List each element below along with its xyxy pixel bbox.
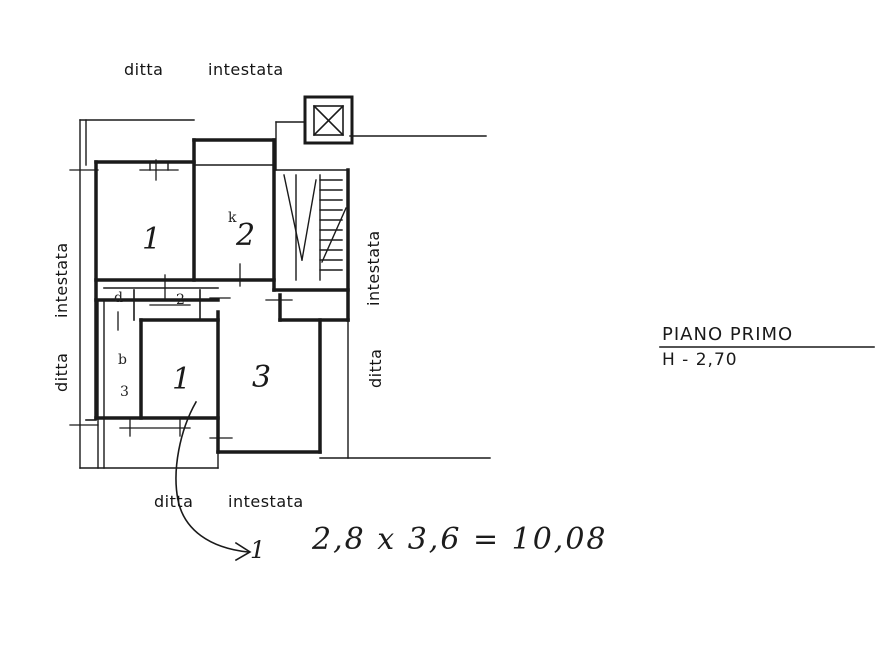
staircase <box>283 174 347 281</box>
room-number-2: 2 <box>236 218 256 253</box>
neighbor-label-bottom-left: ditta <box>154 492 194 511</box>
annotation-arrow <box>175 400 249 553</box>
room-2-prefix: k <box>228 210 237 226</box>
neighbor-label-bottom-right: intestata <box>228 492 304 511</box>
interior-partitions <box>85 287 219 421</box>
room-number-3: 3 <box>252 360 272 395</box>
floor-height: H - 2,70 <box>662 350 738 370</box>
neighbor-label-left-top: intestata <box>52 242 71 318</box>
door-marks <box>69 159 293 439</box>
elevator-shaft <box>303 95 354 145</box>
boundary-lines <box>79 119 491 469</box>
neighbor-label-top-right: intestata <box>208 60 284 79</box>
neighbor-label-left-bottom: ditta <box>52 352 71 392</box>
room-number-1-upper: 1 <box>142 222 162 257</box>
room-label-b: b <box>118 352 127 368</box>
neighbor-label-right-bottom: ditta <box>366 348 385 388</box>
room-number-2-small: 2 <box>176 292 185 308</box>
room-number-3-small: 3 <box>120 384 129 400</box>
floor-title: PIANO PRIMO <box>662 324 794 345</box>
outer-walls <box>94 138 350 454</box>
annotation-arrowhead <box>234 541 252 562</box>
neighbor-label-right-top: intestata <box>364 230 383 306</box>
room-number-1-lower: 1 <box>172 362 192 397</box>
neighbor-label-top-left: ditta <box>124 60 164 79</box>
annotation-calculation: 2,8 x 3,6 = 10,08 <box>312 522 608 557</box>
room-label-d: d <box>114 290 123 306</box>
annotation-arrow-label: 1 <box>250 536 268 564</box>
